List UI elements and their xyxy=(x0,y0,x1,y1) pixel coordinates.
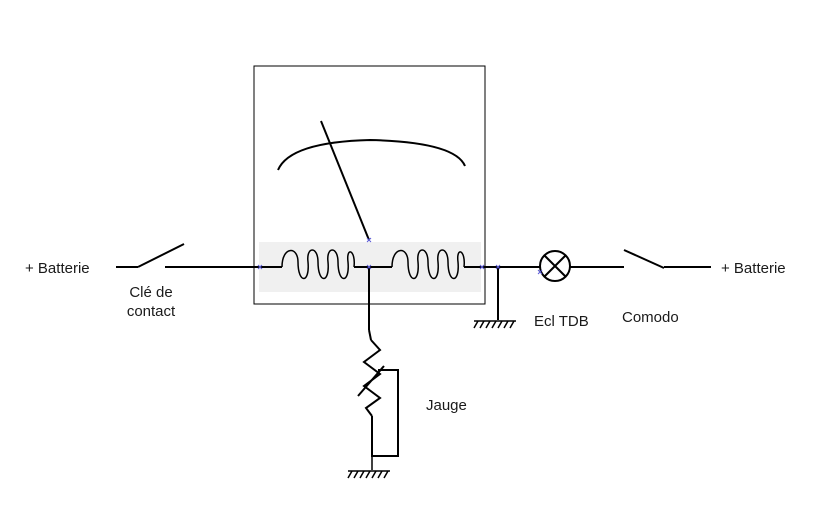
ground-icon xyxy=(347,456,390,479)
ignition-key-label-line1: Clé de xyxy=(129,284,173,301)
coil-right xyxy=(391,249,465,280)
gauge-sender-label: Jauge xyxy=(426,397,467,414)
ignition-key-label: Clé de contact xyxy=(112,283,190,321)
left-battery-label: + Batterie xyxy=(25,260,90,277)
comodo-switch xyxy=(623,249,665,269)
coil-left xyxy=(281,249,355,280)
wire-sender-top xyxy=(368,329,372,341)
gauge-needle xyxy=(320,120,370,241)
ground-icon xyxy=(473,320,516,329)
ignition-key-label-line2: contact xyxy=(126,303,176,320)
ignition-key-switch xyxy=(137,243,185,268)
dial-scale-arc xyxy=(277,138,466,171)
comodo-label: Comodo xyxy=(622,309,679,326)
lamp-cross-icon xyxy=(539,250,571,282)
node-markers xyxy=(257,237,543,275)
rheostat-icon xyxy=(357,339,399,457)
right-battery-label: + Batterie xyxy=(721,260,786,277)
dashboard-light-label: Ecl TDB xyxy=(534,313,589,330)
